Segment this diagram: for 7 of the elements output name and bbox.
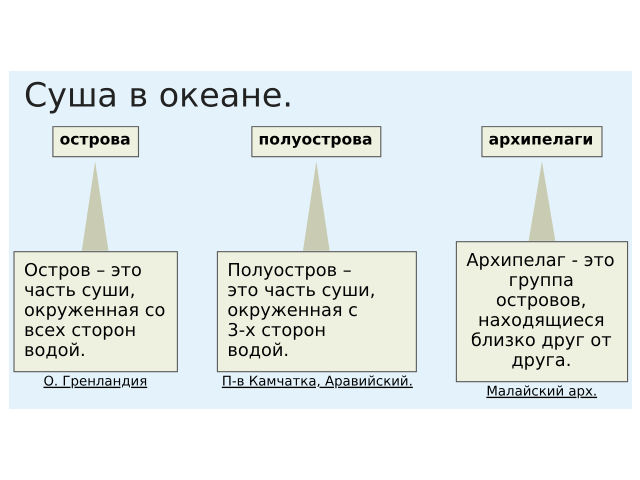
connector <box>528 161 555 241</box>
node-label: Малайский арх. <box>486 384 597 400</box>
diagram-title: Суша в океане. <box>23 76 293 115</box>
node-label: О. Гренландия <box>42 374 147 390</box>
connector <box>81 161 108 251</box>
connector <box>302 161 330 251</box>
node-label: П-в Камчатка, Аравийский. <box>221 374 412 390</box>
